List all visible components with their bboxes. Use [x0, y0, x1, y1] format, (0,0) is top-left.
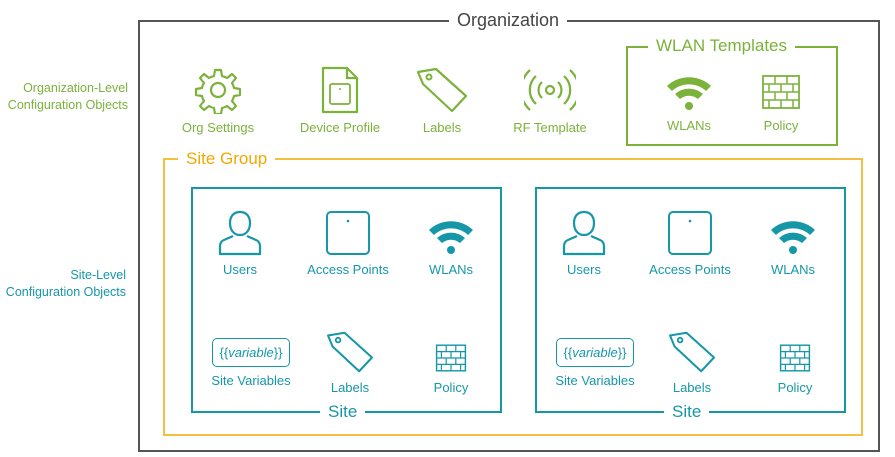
variable-placeholder: {{variable}} — [211, 338, 291, 367]
site-1-access-points-label: Access Points — [307, 262, 389, 277]
site-1-users[interactable]: Users — [208, 208, 272, 277]
firewall-icon — [435, 344, 467, 372]
site-title-1: Site — [320, 402, 366, 422]
tag-icon — [668, 331, 716, 373]
wlan-template-policy-label: Policy — [763, 118, 799, 133]
device-profile-label: Device Profile — [299, 120, 381, 135]
org-labels[interactable]: Labels — [410, 66, 474, 135]
org-labels-label: Labels — [422, 120, 462, 135]
org-settings[interactable]: Org Settings — [172, 66, 264, 135]
site-1-wlans[interactable]: WLANs — [418, 216, 484, 277]
device-profile[interactable]: Device Profile — [288, 66, 392, 135]
firewall-icon — [762, 75, 800, 109]
wlan-templates-title: WLAN Templates — [648, 36, 796, 56]
site-1-wlans-label: WLANs — [428, 262, 474, 277]
site-2-users[interactable]: Users — [552, 208, 616, 277]
site-1-site-variables[interactable]: {{variable}} Site Variables — [196, 338, 306, 388]
rf-template-label: RF Template — [513, 120, 587, 135]
site-1-labels[interactable]: Labels — [318, 330, 382, 395]
site-1-site-variables-label: Site Variables — [211, 373, 291, 388]
site-1-policy-label: Policy — [433, 380, 469, 395]
site-group-title: Site Group — [178, 149, 276, 169]
site-2-access-points[interactable]: Access Points — [638, 210, 742, 277]
site-group-frame — [163, 158, 863, 436]
site-1-access-points[interactable]: Access Points — [296, 210, 400, 277]
org-level-label: Organization-Level Configuration Objects — [7, 81, 128, 112]
rf-template[interactable]: RF Template — [500, 66, 600, 135]
site-2-wlans-label: WLANs — [770, 262, 816, 277]
site-2-policy-label: Policy — [777, 380, 813, 395]
site-1-labels-label: Labels — [330, 380, 370, 395]
tag-icon — [416, 67, 468, 113]
user-icon — [218, 210, 262, 256]
site-2-site-variables-label: Site Variables — [555, 373, 635, 388]
site-2-access-points-label: Access Points — [649, 262, 731, 277]
site-2-policy[interactable]: Policy — [760, 342, 830, 395]
organization-title: Organization — [449, 10, 568, 31]
site-1-policy[interactable]: Policy — [416, 342, 486, 395]
document-icon — [321, 66, 359, 114]
wlan-template-policy[interactable]: Policy — [746, 72, 816, 133]
site-2-wlans[interactable]: WLANs — [760, 216, 826, 277]
access-point-icon — [326, 211, 370, 255]
site-2-site-variables[interactable]: {{variable}} Site Variables — [540, 338, 650, 388]
radio-signal-icon — [524, 69, 576, 111]
site-1-users-label: Users — [223, 262, 257, 277]
site-2-users-label: Users — [567, 262, 601, 277]
wlan-template-wlans-label: WLANs — [666, 118, 712, 133]
wlan-template-wlans[interactable]: WLANs — [652, 72, 726, 133]
wifi-icon — [429, 221, 473, 254]
site-title-2: Site — [664, 402, 710, 422]
user-icon — [562, 210, 606, 256]
site-level-label: Site-Level Configuration Objects — [5, 268, 126, 299]
firewall-icon — [779, 344, 811, 372]
site-2-labels[interactable]: Labels — [660, 330, 724, 395]
org-settings-label: Org Settings — [181, 120, 255, 135]
access-point-icon — [668, 211, 712, 255]
wifi-icon — [771, 221, 815, 254]
site-2-labels-label: Labels — [672, 380, 712, 395]
gear-icon — [194, 68, 242, 114]
tag-icon — [326, 331, 374, 373]
variable-placeholder: {{variable}} — [555, 338, 635, 367]
wifi-icon — [667, 77, 711, 110]
